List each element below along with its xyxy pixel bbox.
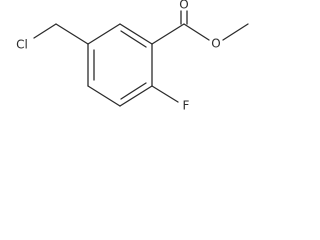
benzene-ring [87,23,153,107]
ring-bond-6 [87,23,121,45]
carbonyl-to-ester-o-bond [183,23,210,41]
ester-oxygen-label: O [211,37,220,51]
ch2-to-cl-bond [33,23,57,39]
methyl-ester-group: O O [151,0,249,51]
carbonyl-oxygen-label: O [179,0,188,12]
fluorine-label: F [183,99,190,113]
ring-to-f-bond [151,85,179,103]
structure-diagram: Cl O O F [16,0,249,113]
ring-double-bond-top-right [120,30,147,48]
ring-bond-4 [87,85,121,107]
ring-bond-1 [119,23,153,45]
ester-o-to-methyl-bond [222,23,249,41]
chlorine-label: Cl [16,38,28,52]
chloromethyl-group: Cl [16,23,89,52]
fluoro-group: F [151,85,190,113]
ring-to-ch2-bond [55,23,89,45]
ring-double-bond-lower-right [120,82,147,100]
ring-bond-3 [119,85,153,107]
ring-to-carbonyl-bond [151,23,185,45]
